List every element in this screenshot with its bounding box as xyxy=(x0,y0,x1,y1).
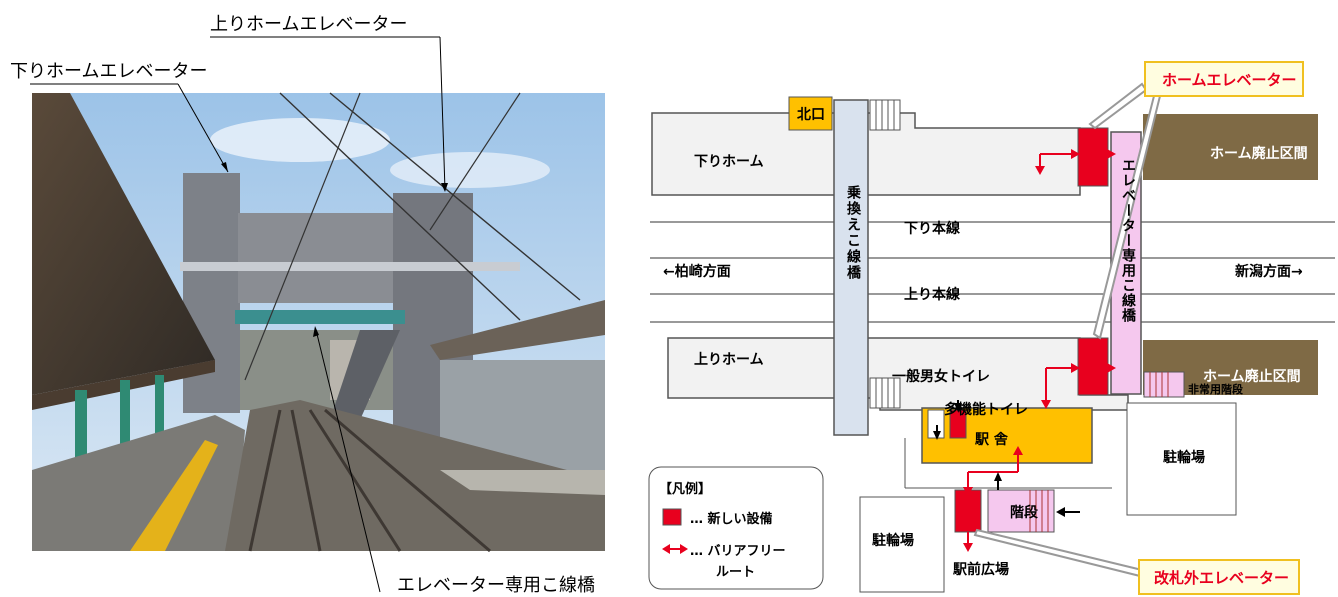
station-photo xyxy=(30,36,605,593)
abolished-section-2 xyxy=(1143,340,1318,395)
bike-parking-1 xyxy=(1126,402,1237,516)
down-platform-label: 下りホーム xyxy=(694,154,764,170)
up-main-line-label: 上り本線 xyxy=(904,286,960,303)
legend-box xyxy=(648,466,824,590)
stairs-label: 階段 xyxy=(1010,504,1038,521)
bike-parking-label-1: 駐輪場 xyxy=(1163,449,1205,466)
caption-down-elevator: 下りホームエレベーター xyxy=(10,61,208,82)
general-toilet-label: 一般男女トイレ xyxy=(892,368,990,385)
caption-up-elevator: 上りホームエレベーター xyxy=(210,14,408,35)
transfer-bridge xyxy=(833,99,869,436)
abolished-label-1: ホーム廃止区間 xyxy=(1210,145,1308,162)
down-platform-elevator xyxy=(1077,127,1109,187)
station-plaza-label: 駅前広場 xyxy=(953,561,1009,578)
legend-barrier-free-1: … バリアフリー xyxy=(690,544,786,559)
emergency-stairs xyxy=(1143,371,1185,398)
transfer-bridge-label: 乗換えこ線橋 xyxy=(845,185,861,281)
legend-new-facility: … 新しい設備 xyxy=(690,511,773,527)
abolished-label-2: ホーム廃止区間 xyxy=(1203,368,1301,385)
up-platform-label: 上りホーム xyxy=(694,352,764,368)
north-exit-label: 北口 xyxy=(797,107,825,123)
kashiwazaki-label: ←柏崎方面 xyxy=(663,263,731,280)
niigata-label: 新潟方面→ xyxy=(1235,263,1303,280)
legend-barrier-free-2: ルート xyxy=(716,565,755,580)
abolished-section-1 xyxy=(1143,114,1318,180)
stairs-hatch-north xyxy=(869,99,901,131)
callout-home-elevator xyxy=(1144,61,1304,97)
bike-parking-2 xyxy=(859,496,945,593)
outside-gate-elevator xyxy=(954,489,982,533)
legend-new-swatch xyxy=(662,508,682,526)
station-building-label: 駅 舎 xyxy=(975,431,1009,448)
caption-bridge: エレベーター専用こ線橋 xyxy=(397,575,595,596)
elevator-bridge-label: エレベーター専用こ線橋 xyxy=(1120,158,1136,323)
emergency-stairs-label: 非常用階段 xyxy=(1188,382,1243,396)
legend-title: 【凡例】 xyxy=(659,481,711,497)
down-main-line-label: 下り本線 xyxy=(904,220,960,237)
callout-outside-gate-elevator-text: 改札外エレベーター xyxy=(1154,569,1289,587)
bike-parking-label-2: 駐輪場 xyxy=(872,532,914,549)
plaza-stairs xyxy=(987,489,1055,533)
stairs-hatch-south xyxy=(869,377,901,409)
callout-home-elevator-text: ホームエレベーター xyxy=(1162,71,1297,89)
callout-outside-gate-elevator xyxy=(1138,559,1300,595)
north-exit xyxy=(788,96,833,131)
multi-toilet-label: 多機能トイレ xyxy=(944,401,1028,418)
